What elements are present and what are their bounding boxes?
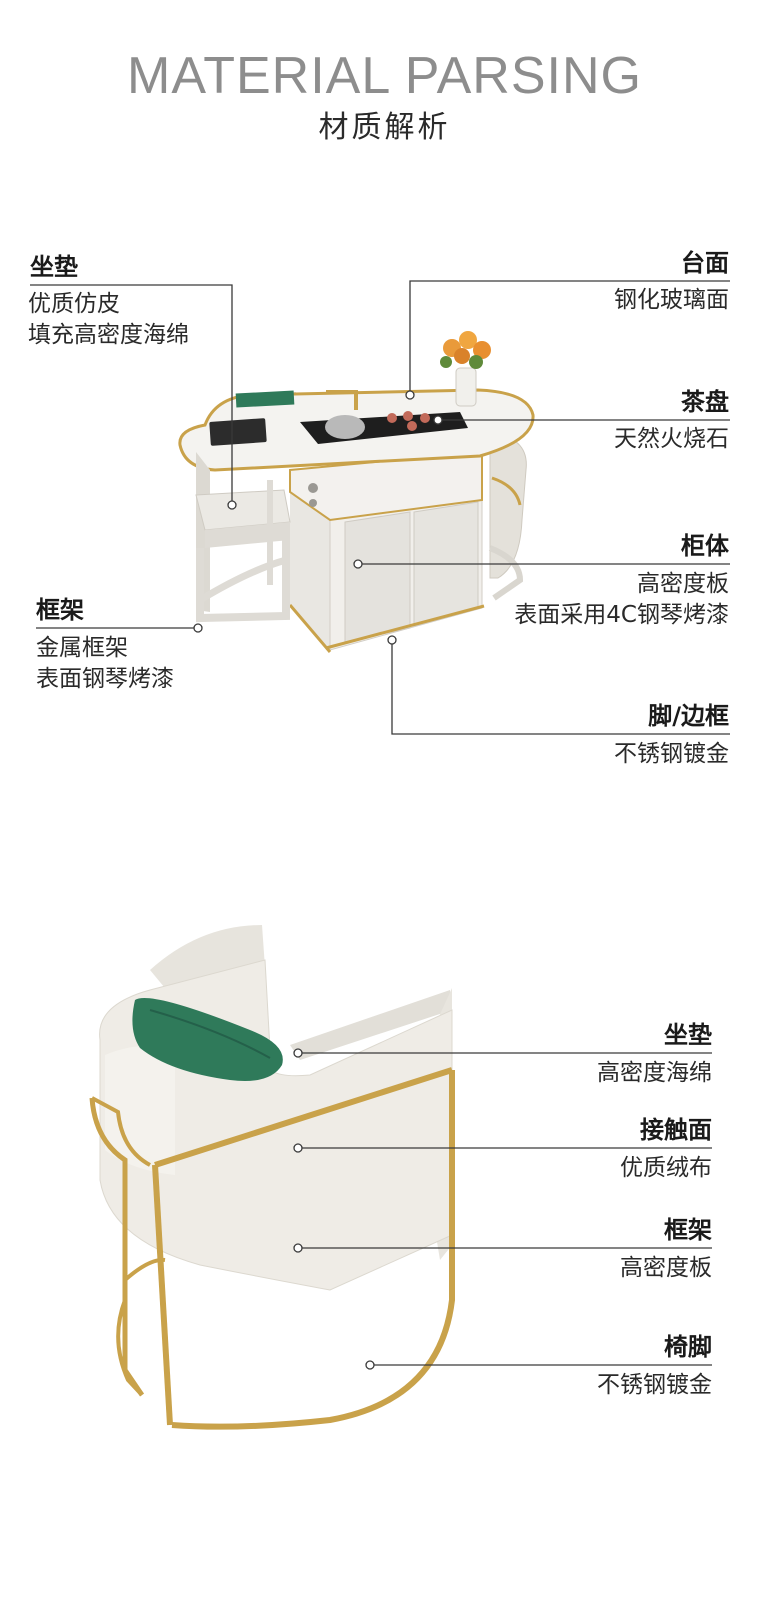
callout-frame-line-1: 金属框架 xyxy=(36,635,128,661)
chair-callout-legs-line-1: 不锈钢镀金 xyxy=(597,1372,712,1398)
callout-cushion-line-1: 优质仿皮 xyxy=(28,291,120,317)
callout-cabinet-title: 柜体 xyxy=(681,532,729,560)
callout-cabinet-line-2: 表面采用4C钢琴烤漆 xyxy=(514,602,729,628)
callout-cushion-title: 坐垫 xyxy=(30,253,78,281)
callout-tray-title: 茶盘 xyxy=(681,388,729,416)
callout-cabinet-line-1: 高密度板 xyxy=(637,571,729,597)
title-english: MATERIAL PARSING xyxy=(127,47,642,105)
callout-tray-line-1: 天然火烧石 xyxy=(614,426,729,452)
chair-callout-legs-title: 椅脚 xyxy=(664,1333,712,1361)
callout-legs-line-1: 不锈钢镀金 xyxy=(614,741,729,767)
chair-callout-seat-title: 坐垫 xyxy=(664,1021,712,1049)
chair-callout-contact-line-1: 优质绒布 xyxy=(620,1155,712,1181)
armchair-image xyxy=(89,925,455,1430)
callout-top-line-1: 钢化玻璃面 xyxy=(614,287,729,313)
title-chinese: 材质解析 xyxy=(318,110,451,145)
callout-frame-title: 框架 xyxy=(36,596,84,624)
callout-top-title: 台面 xyxy=(681,249,729,277)
chair-callout-contact-title: 接触面 xyxy=(640,1116,712,1144)
callout-cushion-line-2: 填充高密度海绵 xyxy=(28,322,189,348)
chair-callout-frame-title: 框架 xyxy=(664,1216,712,1244)
chair-callout-frame-line-1: 高密度板 xyxy=(620,1255,712,1281)
callout-legs-title: 脚/边框 xyxy=(648,702,729,730)
callout-lines xyxy=(30,280,730,1370)
tea-table-image xyxy=(178,331,535,653)
chair-callout-seat-line-1: 高密度海绵 xyxy=(597,1060,712,1086)
callout-frame-line-2: 表面钢琴烤漆 xyxy=(36,666,174,692)
